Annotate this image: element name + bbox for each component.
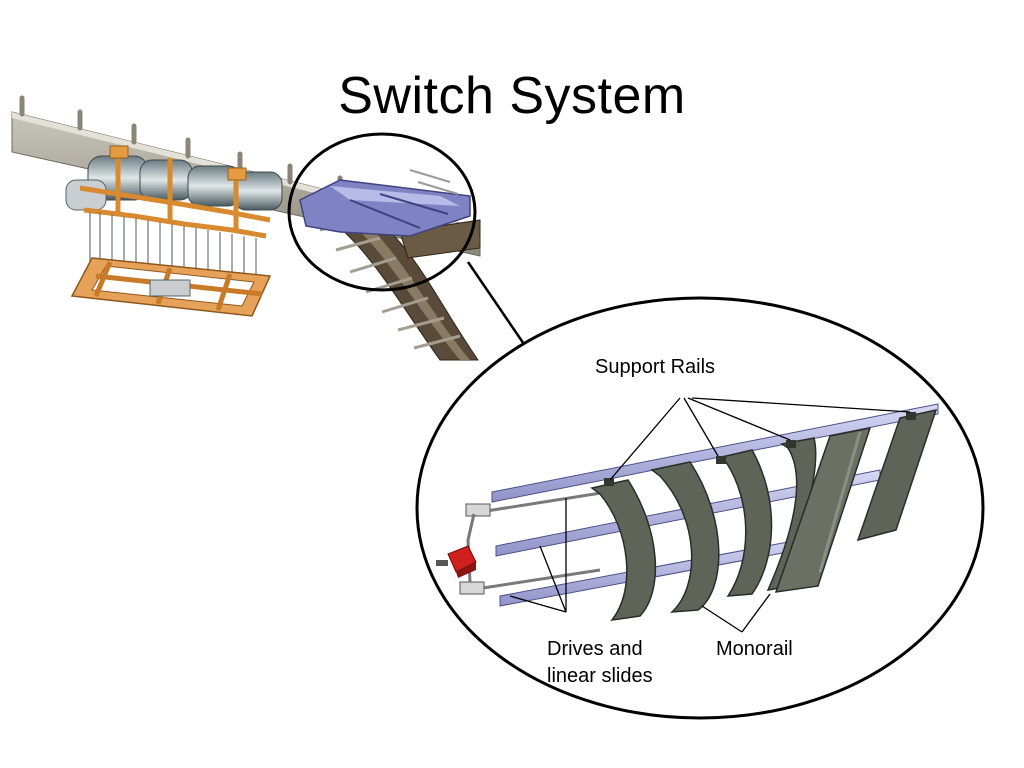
drives-leaders (509, 498, 567, 613)
slide-title: Switch System (338, 67, 686, 125)
monorail-segment (590, 437, 817, 622)
switch-mechanism (299, 169, 471, 237)
drives-label-line1: Drives and (547, 638, 643, 660)
monorail-leaders (701, 593, 771, 633)
detail-assembly (436, 403, 939, 622)
support-rail (491, 403, 939, 503)
monorail-label: Monorail (716, 638, 793, 660)
monorail-segment (774, 408, 938, 593)
drive-motor (436, 545, 477, 578)
support-rails-label: Support Rails (595, 356, 716, 378)
zoom-circle (287, 132, 477, 292)
drives-label-line2: linear slides (547, 665, 653, 687)
support-rails-leaders (609, 397, 911, 481)
carriage (65, 145, 283, 317)
